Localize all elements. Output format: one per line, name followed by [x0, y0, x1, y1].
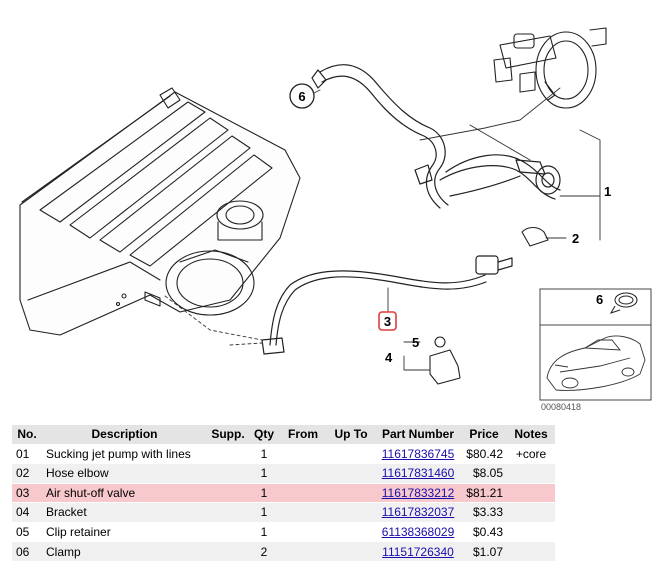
row-qty: 1 [260, 505, 268, 520]
row-no: 01 [16, 446, 30, 461]
jet-pump-hoses-drawing [311, 64, 561, 209]
table-row: 01 Sucking jet pump with lines 1 1161783… [12, 444, 555, 464]
col-header-upto: Up To [327, 425, 375, 444]
row-no: 06 [16, 544, 30, 559]
callout-leader-lines [164, 87, 601, 371]
row-description: Air shut-off valve [46, 485, 136, 500]
row-from [279, 503, 327, 523]
col-header-description: Description [42, 425, 207, 444]
row-upto [327, 522, 375, 542]
row-no: 03 [16, 485, 30, 500]
inset-callout-6: 6 [596, 292, 603, 307]
table-row: 05 Clip retainer 1 61138368029 $0.43 [12, 522, 555, 542]
parts-table-body: 01 Sucking jet pump with lines 1 1161783… [12, 444, 555, 561]
svg-text:3: 3 [384, 314, 391, 329]
row-from [279, 522, 327, 542]
brake-booster-drawing [493, 27, 607, 109]
row-notes [507, 542, 555, 562]
row-notes [507, 483, 555, 503]
row-upto [327, 444, 375, 464]
part-number-link[interactable]: 11617831460 [381, 466, 455, 481]
row-notes [507, 503, 555, 523]
row-description: Hose elbow [46, 466, 109, 481]
col-header-supp: Supp. [207, 425, 249, 444]
col-header-notes: Notes [507, 425, 555, 444]
parts-diagram: 6 1 2 3 4 5 6 [19, 27, 652, 412]
part-number-link[interactable]: 61138368029 [381, 524, 455, 539]
callout-1: 1 [604, 184, 611, 199]
row-qty: 2 [260, 544, 268, 559]
table-row-highlighted: 03 Air shut-off valve 1 11617833212 $81.… [12, 483, 555, 503]
row-supp [207, 503, 249, 523]
row-description: Sucking jet pump with lines [46, 446, 191, 461]
callout-6: 6 [289, 83, 315, 109]
hose-elbow-drawing [521, 226, 549, 247]
svg-text:6: 6 [298, 89, 305, 104]
row-notes [507, 464, 555, 484]
row-supp [207, 542, 249, 562]
row-from [279, 464, 327, 484]
col-header-no: No. [12, 425, 42, 444]
table-header-row: No. Description Supp. Qty From Up To Par… [12, 425, 555, 444]
clamp-icon [609, 292, 638, 314]
row-from [279, 542, 327, 562]
row-supp [207, 444, 249, 464]
part-number-link[interactable]: 11617832037 [381, 505, 455, 520]
row-no: 04 [16, 505, 30, 520]
row-upto [327, 483, 375, 503]
row-description: Clip retainer [46, 524, 111, 539]
callout-4: 4 [385, 350, 393, 365]
row-no: 02 [16, 466, 30, 481]
row-qty: 1 [260, 466, 268, 481]
col-header-part-number: Part Number [375, 425, 461, 444]
parts-table: No. Description Supp. Qty From Up To Par… [12, 425, 555, 561]
row-supp [207, 483, 249, 503]
row-from [279, 444, 327, 464]
table-row: 02 Hose elbow 1 11617831460 $8.05 [12, 463, 555, 484]
row-qty: 1 [260, 524, 268, 539]
col-header-qty: Qty [249, 425, 279, 444]
row-from [279, 483, 327, 503]
part-number-link[interactable]: 11151726340 [382, 544, 454, 559]
row-qty: 1 [260, 446, 268, 461]
part-number-link[interactable]: 11617833212 [381, 485, 455, 500]
row-notes: +core [515, 446, 547, 461]
row-upto [327, 464, 375, 484]
callout-3-highlighted: 3 [378, 311, 397, 331]
table-row: 04 Bracket 1 11617832037 $3.33 [12, 502, 555, 523]
row-description: Bracket [46, 505, 87, 520]
car-silhouette-icon [546, 335, 646, 391]
row-qty: 1 [260, 485, 268, 500]
row-supp [207, 464, 249, 484]
row-no: 05 [16, 524, 30, 539]
col-header-from: From [279, 425, 327, 444]
row-description: Clamp [46, 544, 81, 559]
intake-manifold-drawing [19, 87, 301, 336]
row-price: $8.05 [472, 466, 503, 481]
table-row: 06 Clamp 2 11151726340 $1.07 [12, 541, 555, 562]
row-supp [207, 522, 249, 542]
callout-5: 5 [412, 335, 419, 350]
row-upto [327, 542, 375, 562]
callout-2: 2 [572, 231, 579, 246]
bracket-drawing [429, 336, 461, 385]
row-upto [327, 503, 375, 523]
exploded-view-drawing: 6 1 2 3 4 5 6 [19, 27, 652, 412]
row-price: $80.42 [466, 446, 503, 461]
row-notes [507, 522, 555, 542]
row-price: $81.21 [466, 485, 503, 500]
row-price: $0.43 [472, 524, 503, 539]
air-shutoff-valve-drawing [261, 255, 513, 355]
inset-box: 6 [539, 288, 652, 401]
row-price: $1.07 [472, 544, 503, 559]
part-number-link[interactable]: 11617836745 [381, 446, 455, 461]
diagram-id: 00080418 [541, 402, 581, 412]
row-price: $3.33 [472, 505, 503, 520]
col-header-price: Price [461, 425, 507, 444]
